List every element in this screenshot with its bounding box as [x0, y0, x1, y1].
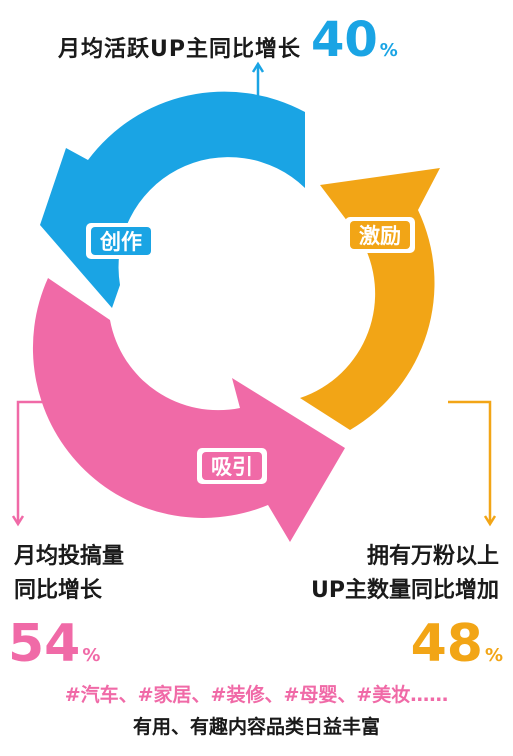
- category-tags: #汽车、#家居、#装修、#母婴、#美妆……: [64, 684, 449, 706]
- cycle-arrow-create: [40, 91, 305, 308]
- badge-incentive: 激励: [345, 217, 415, 253]
- top-label: 月均活跃UP主同比增长 40 %: [58, 16, 398, 66]
- left-value-number: 54: [8, 614, 81, 674]
- right-value-number: 48: [410, 614, 483, 674]
- top-unit: %: [379, 40, 398, 61]
- badge-create-text: 创作: [99, 230, 142, 254]
- right-label-line1: 拥有万粉以上: [366, 544, 499, 569]
- left-value-unit: %: [82, 645, 101, 666]
- right-label: 拥有万粉以上 UP主数量同比增加: [269, 540, 499, 608]
- badge-attract-text: 吸引: [211, 455, 253, 479]
- badge-incentive-text: 激励: [359, 224, 401, 248]
- cycle-arrow-incentive: [300, 168, 440, 430]
- connector-right: [448, 400, 497, 527]
- cycle-arrow-attract: [32, 278, 346, 542]
- top-value: 40: [311, 12, 378, 68]
- footer-caption: 有用、有趣内容品类日益丰富: [132, 716, 380, 738]
- top-label-text: 月均活跃UP主同比增长: [58, 37, 301, 62]
- left-label-line1: 月均投搞量: [14, 544, 125, 569]
- badge-attract: 吸引: [197, 448, 267, 484]
- right-value: 48 %: [411, 618, 503, 670]
- right-label-line2: UP主数量同比增加: [311, 578, 499, 603]
- badge-create: 创作: [86, 223, 156, 259]
- left-value: 54 %: [8, 618, 100, 670]
- left-label-line2: 同比增长: [14, 578, 103, 603]
- left-label: 月均投搞量 同比增长: [14, 540, 204, 608]
- right-value-unit: %: [484, 645, 503, 666]
